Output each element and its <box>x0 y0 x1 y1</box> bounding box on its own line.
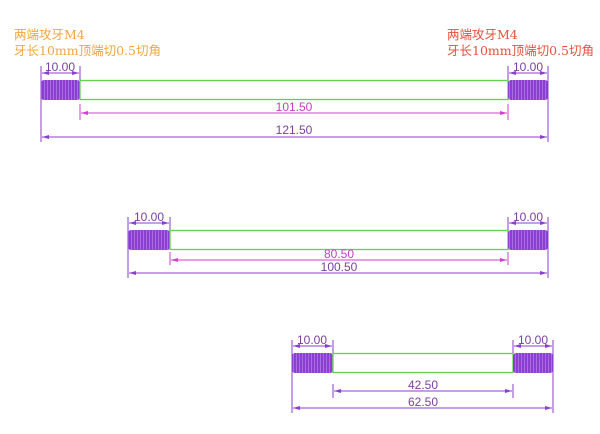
rod-2-total-dim: 100.50 <box>321 260 358 274</box>
rod-1-body-dim: 101.50 <box>276 100 313 114</box>
rod-2 <box>127 217 549 278</box>
rod-1-thread-left-dim: 10.00 <box>45 60 75 74</box>
rod-1 <box>40 66 549 142</box>
rod-3-thread-left-dim: 10.00 <box>297 333 327 347</box>
rod-3-body-dim: 42.50 <box>408 378 438 392</box>
annotation-right-line2: 牙长10mm顶端切0.5切角 <box>447 43 594 58</box>
annotation-left-line1: 两端攻牙M4 <box>14 27 85 42</box>
rod-2-thread-left <box>128 230 170 250</box>
annotation-right: 两端攻牙M4 牙长10mm顶端切0.5切角 <box>447 27 594 59</box>
rod-3 <box>291 340 554 413</box>
annotation-left: 两端攻牙M4 牙长10mm顶端切0.5切角 <box>14 27 161 59</box>
rod-1-thread-right <box>508 80 548 100</box>
rod-2-thread-left-dim: 10.00 <box>134 210 164 224</box>
rod-2-thread-right-dim: 10.00 <box>513 210 543 224</box>
annotation-left-line2: 牙长10mm顶端切0.5切角 <box>14 43 161 58</box>
rod-3-body <box>332 352 514 374</box>
rod-1-thread-right-dim: 10.00 <box>513 60 543 74</box>
rod-3-thread-left <box>292 353 333 373</box>
rod-3-total-dim: 62.50 <box>408 395 438 409</box>
rod-1-body <box>79 79 509 101</box>
rod-2-body-dim: 80.50 <box>324 247 354 261</box>
rod-1-total-dim: 121.50 <box>276 123 313 137</box>
rod-2-thread-right <box>508 230 548 250</box>
rod-1-thread-left <box>41 80 80 100</box>
annotation-right-line1: 两端攻牙M4 <box>447 27 518 42</box>
rod-3-thread-right-dim: 10.00 <box>518 333 548 347</box>
rod-3-thread-right <box>513 353 553 373</box>
